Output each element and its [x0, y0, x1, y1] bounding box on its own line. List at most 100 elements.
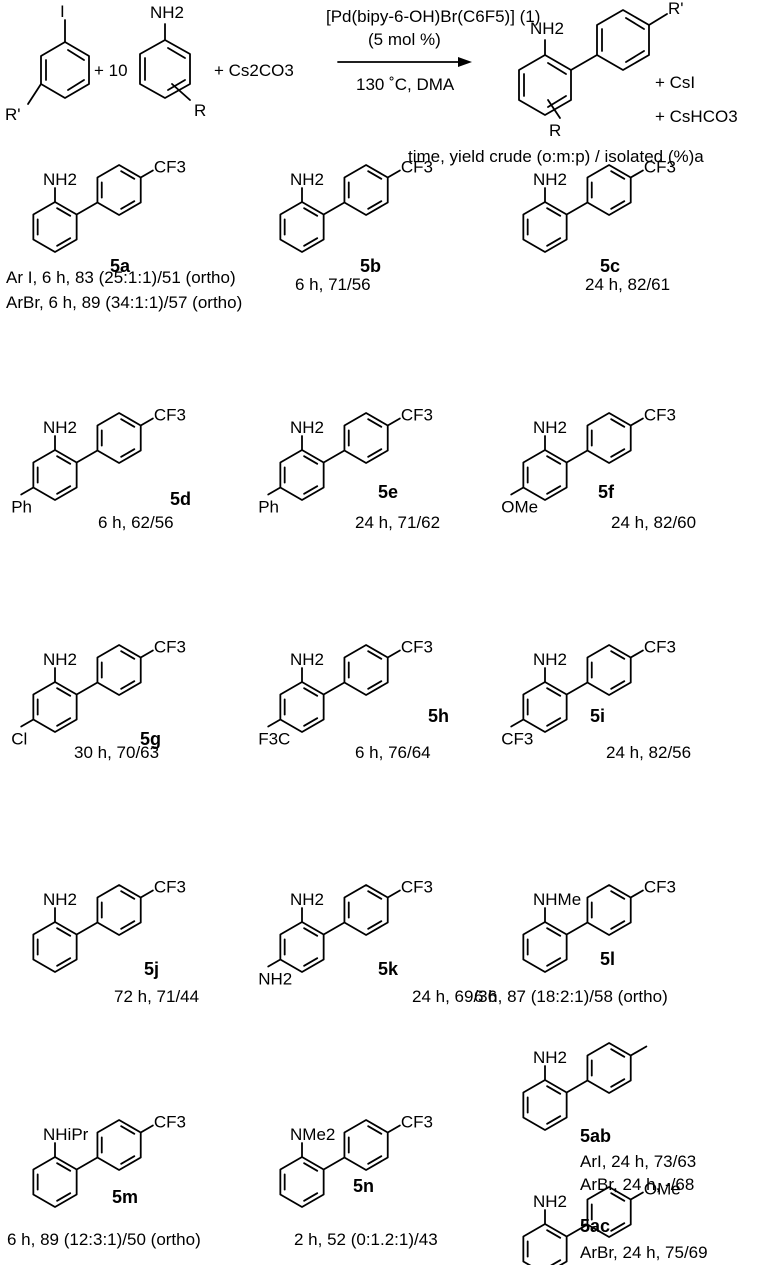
- compound-id: 5m: [112, 1187, 138, 1207]
- compound-id: 5b: [360, 256, 381, 276]
- compound-id: 5ac: [580, 1216, 610, 1236]
- para-substituent-label: CF3: [154, 638, 186, 657]
- para-substituent-label: CF3: [401, 878, 433, 897]
- compound-id: 5j: [144, 959, 159, 979]
- reactant-aryl-iodide: I R': [5, 2, 90, 124]
- amine-label: NH2: [290, 170, 324, 189]
- para-substituent-label: OMe: [644, 1180, 681, 1199]
- ring-substituent-label: Ph: [258, 498, 279, 517]
- product-biaryl: NH2 R R': [518, 0, 684, 140]
- compound-id: 5c: [600, 256, 620, 276]
- para-substituent-label: CF3: [401, 1113, 433, 1132]
- compound-id: 5i: [590, 706, 605, 726]
- product-amine-label: NH2: [530, 19, 564, 38]
- amine-label: NH2: [533, 1192, 567, 1211]
- ring-substituent-label: CF3: [501, 730, 533, 749]
- catalyst-label: [Pd(bipy-6-OH)Br(C6F5)] (1): [326, 7, 540, 26]
- compound-id: 5ab: [580, 1126, 611, 1146]
- compound-id: 5n: [353, 1176, 374, 1196]
- amine-label: NH2: [533, 1048, 567, 1067]
- compound-5l: NHMe CF3 5l 6 h, 87 (18:2:1)/58 (ortho): [474, 878, 676, 1007]
- compound-5n: NMe2 CF3 5n 2 h, 52 (0:1.2:1)/43: [279, 1113, 438, 1249]
- para-substituent-label: CF3: [154, 158, 186, 177]
- compound-caption: 6 h, 76/64: [355, 743, 431, 762]
- compound-caption: ArI, 24 h, 73/63: [580, 1152, 696, 1171]
- compound-caption: 24 h, 82/60: [611, 513, 696, 532]
- compound-id: 5k: [378, 959, 399, 979]
- ring-substituent-label: F3C: [258, 730, 290, 749]
- compound-id: 5h: [428, 706, 449, 726]
- amine-label: NH2: [290, 890, 324, 909]
- para-substituent-label: CF3: [644, 638, 676, 657]
- compound-caption: ArBr, 24 h, -/68: [580, 1175, 694, 1194]
- compound-caption: 6 h, 87 (18:2:1)/58 (ortho): [474, 987, 668, 1006]
- aniline-amine-label: NH2: [150, 3, 184, 22]
- amine-label: NH2: [290, 650, 324, 669]
- ring-substituent-label: Ph: [11, 498, 32, 517]
- compound-id: 5l: [600, 949, 615, 969]
- compound-caption: ArBr, 6 h, 89 (34:1:1)/57 (ortho): [6, 293, 242, 312]
- compound-caption: 2 h, 52 (0:1.2:1)/43: [294, 1230, 438, 1249]
- amine-label: NH2: [43, 418, 77, 437]
- para-substituent-label: CF3: [154, 1113, 186, 1132]
- compound-id: 5f: [598, 482, 615, 502]
- para-substituent-label: CF3: [154, 406, 186, 425]
- amine-label: NH2: [43, 170, 77, 189]
- compound-caption: 6 h, 71/56: [295, 275, 371, 294]
- para-substituent-label: CF3: [401, 406, 433, 425]
- amine-label: NH2: [290, 418, 324, 437]
- reaction-header: I R' + 10 NH2 R + Cs2CO3 [Pd(bipy-6-OH)B…: [5, 0, 738, 166]
- base-label: + Cs2CO3: [214, 61, 294, 80]
- conditions-label: 130 ˚C, DMA: [356, 75, 455, 94]
- loading-label: (5 mol %): [368, 30, 441, 49]
- ring-substituent-label: NH2: [258, 970, 292, 989]
- para-substituent-label: CF3: [401, 158, 433, 177]
- amine-label: NH2: [533, 650, 567, 669]
- compound-caption: 6 h, 89 (12:3:1)/50 (ortho): [7, 1230, 201, 1249]
- compound-caption: 6 h, 62/56: [98, 513, 174, 532]
- compound-caption: 24 h, 71/62: [355, 513, 440, 532]
- para-substituent-label: CF3: [644, 878, 676, 897]
- compound-caption: 30 h, 70/63: [74, 743, 159, 762]
- para-substituent-label: CF3: [644, 406, 676, 425]
- para-substituent-label: CF3: [644, 158, 676, 177]
- compound-caption: 24 h, 82/61: [585, 275, 670, 294]
- byproduct-cshco3: + CsHCO3: [655, 107, 738, 126]
- compound-caption: 24 h, 69/36: [412, 987, 497, 1006]
- iodo-label: I: [60, 2, 65, 21]
- para-substituent-label: CF3: [154, 878, 186, 897]
- amine-label: NMe2: [290, 1125, 335, 1144]
- amine-label: NHMe: [533, 890, 581, 909]
- compound-caption: ArBr, 24 h, 75/69: [580, 1243, 708, 1262]
- product-r-prime-label: R': [668, 0, 684, 18]
- compound-caption: Ar I, 6 h, 83 (25:1:1)/51 (ortho): [6, 268, 236, 287]
- compound-id: 5d: [170, 489, 191, 509]
- legend-label: time, yield crude (o:m:p) / isolated (%)…: [408, 147, 704, 166]
- compound-id: 5e: [378, 482, 398, 502]
- amine-label: NH2: [533, 418, 567, 437]
- r-prime-label: R': [5, 105, 21, 124]
- ring-substituent-label: OMe: [501, 498, 538, 517]
- byproduct-csi: + CsI: [655, 73, 695, 92]
- product-r-label: R: [549, 121, 561, 140]
- para-substituent-label: CF3: [401, 638, 433, 657]
- ring-substituent-label: Cl: [11, 730, 27, 749]
- amine-label: NH2: [533, 170, 567, 189]
- compound-caption: 72 h, 71/44: [114, 987, 199, 1006]
- amine-label: NH2: [43, 650, 77, 669]
- ten-equiv-label: + 10: [94, 61, 128, 80]
